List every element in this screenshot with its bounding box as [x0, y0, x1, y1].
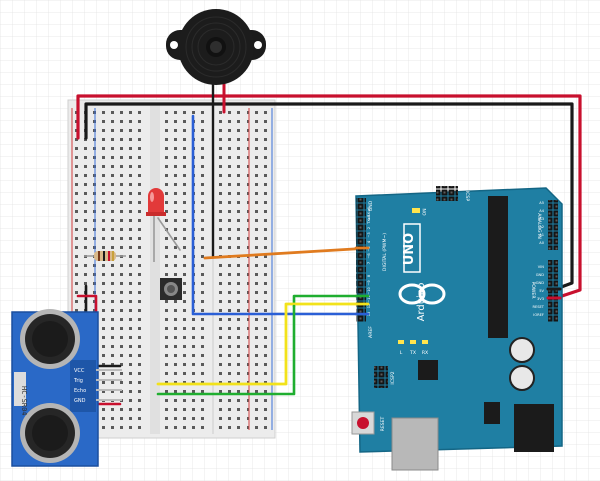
- digital-pin-label: 2: [367, 227, 371, 229]
- resistor: [84, 251, 126, 261]
- dc-power-jack: [514, 404, 554, 452]
- arduino-brand: Arduino: [416, 283, 427, 322]
- wire-red-5v: [76, 94, 582, 300]
- reset-label: RESET: [380, 416, 386, 431]
- wire-ends: [354, 246, 562, 316]
- breadboard-right-rail: [247, 106, 273, 432]
- uno-logo-box: UNO: [402, 223, 421, 273]
- digital-pin-label: 8: [367, 274, 371, 277]
- power-pin-labels: VIN GND GND 5V 3V3 RESET IOREF: [532, 265, 544, 317]
- analog-pin-label: A3: [539, 217, 544, 221]
- piezo-buzzer: [166, 9, 266, 85]
- power-pin-label: 3V3: [537, 297, 544, 301]
- analog-pin-label: A2: [539, 225, 544, 229]
- breadboard: [67, 99, 276, 439]
- digital-pin-label: 12: [367, 304, 371, 309]
- power-pin-label: GND: [536, 281, 544, 285]
- breadboard-terminal-left: [102, 106, 147, 432]
- digital-pwm-label: DIGITAL (PWM~): [382, 233, 388, 271]
- atmega-chip: [488, 196, 508, 338]
- usb-port: [391, 417, 439, 471]
- analog-pin-label: A0: [539, 241, 544, 245]
- sensor-pin-label: GND: [74, 398, 86, 404]
- analog-pin-labels: A5 A4 A3 A2 A1 A0: [539, 201, 544, 245]
- digital-pin-label: 4: [367, 240, 371, 243]
- arduino-logo: Arduino: [398, 283, 446, 322]
- sensor-pin-label: Trig: [73, 378, 83, 384]
- digital-pin-label: TX►1: [367, 214, 371, 225]
- analog-header: [548, 200, 558, 250]
- digital-pin-label: RX◄0: [367, 206, 371, 217]
- icsp-header: [436, 186, 458, 201]
- breadboard-terminal-right: [162, 106, 207, 432]
- power-pin-label: GND: [536, 273, 544, 277]
- power-header: [548, 260, 558, 322]
- digital-pin-label: ~9: [367, 280, 371, 286]
- wires: [76, 78, 582, 406]
- digital-pin-label: 7: [367, 262, 371, 264]
- trimmer-potentiometer: [160, 278, 182, 300]
- wire-orange: [203, 246, 372, 260]
- digital-pin-label: ~5: [367, 246, 371, 251]
- on-label: ON: [422, 208, 428, 215]
- power-label: POWER: [530, 281, 536, 299]
- digital-pin-label: ~10: [367, 286, 371, 294]
- power-pin-label: VIN: [538, 265, 545, 269]
- sensor-transducer-top: [20, 309, 80, 369]
- power-pin-label: 5V: [539, 289, 544, 293]
- sensor-pin-label: Echo: [74, 388, 86, 394]
- uno-logo-text: UNO: [402, 233, 417, 266]
- analog-pin-label: A5: [539, 201, 544, 205]
- aref-label: AREF: [368, 326, 374, 338]
- sensor-transducer-bottom: [20, 403, 80, 463]
- l-label: L: [400, 350, 403, 356]
- analog-pin-label: A1: [539, 233, 544, 237]
- power-pin-label: RESET: [532, 305, 544, 309]
- digital-pin-label: ~3: [367, 232, 371, 237]
- arduino-uno-board: Arduino UNO DIGITAL (PWM~) ANALOG IN POW…: [351, 186, 563, 471]
- gnd-label: GND: [368, 200, 374, 211]
- power-pin-label: IOREF: [533, 313, 544, 317]
- sensor-model-label: HC-SR04: [20, 386, 28, 416]
- digital-pin-label: ~11: [367, 295, 371, 303]
- analog-pin-label: A4: [539, 209, 544, 213]
- wire-black-gnd: [84, 102, 574, 291]
- icsp-label: ICSP: [464, 191, 470, 201]
- icsp2-header: [374, 366, 388, 388]
- ultrasonic-sensor: HC-SR04 VCC Trig Echo GND: [11, 309, 122, 467]
- digital-pin-label: ~6: [367, 253, 371, 259]
- wire-blue: [191, 114, 372, 316]
- reset-button: [351, 411, 375, 435]
- sensor-pins: VCC Trig Echo GND: [73, 368, 122, 404]
- digital-header: [356, 198, 366, 322]
- rx-label: RX: [422, 350, 428, 356]
- wire-yellow: [156, 302, 372, 386]
- wire-green-lower: [156, 304, 296, 396]
- tx-label: TX: [409, 350, 416, 356]
- analog-in-label: ANALOG IN: [536, 213, 542, 239]
- icsp2-label: ICSP2: [390, 371, 396, 384]
- red-led: [146, 188, 166, 262]
- sensor-pin-label: VCC: [74, 368, 85, 374]
